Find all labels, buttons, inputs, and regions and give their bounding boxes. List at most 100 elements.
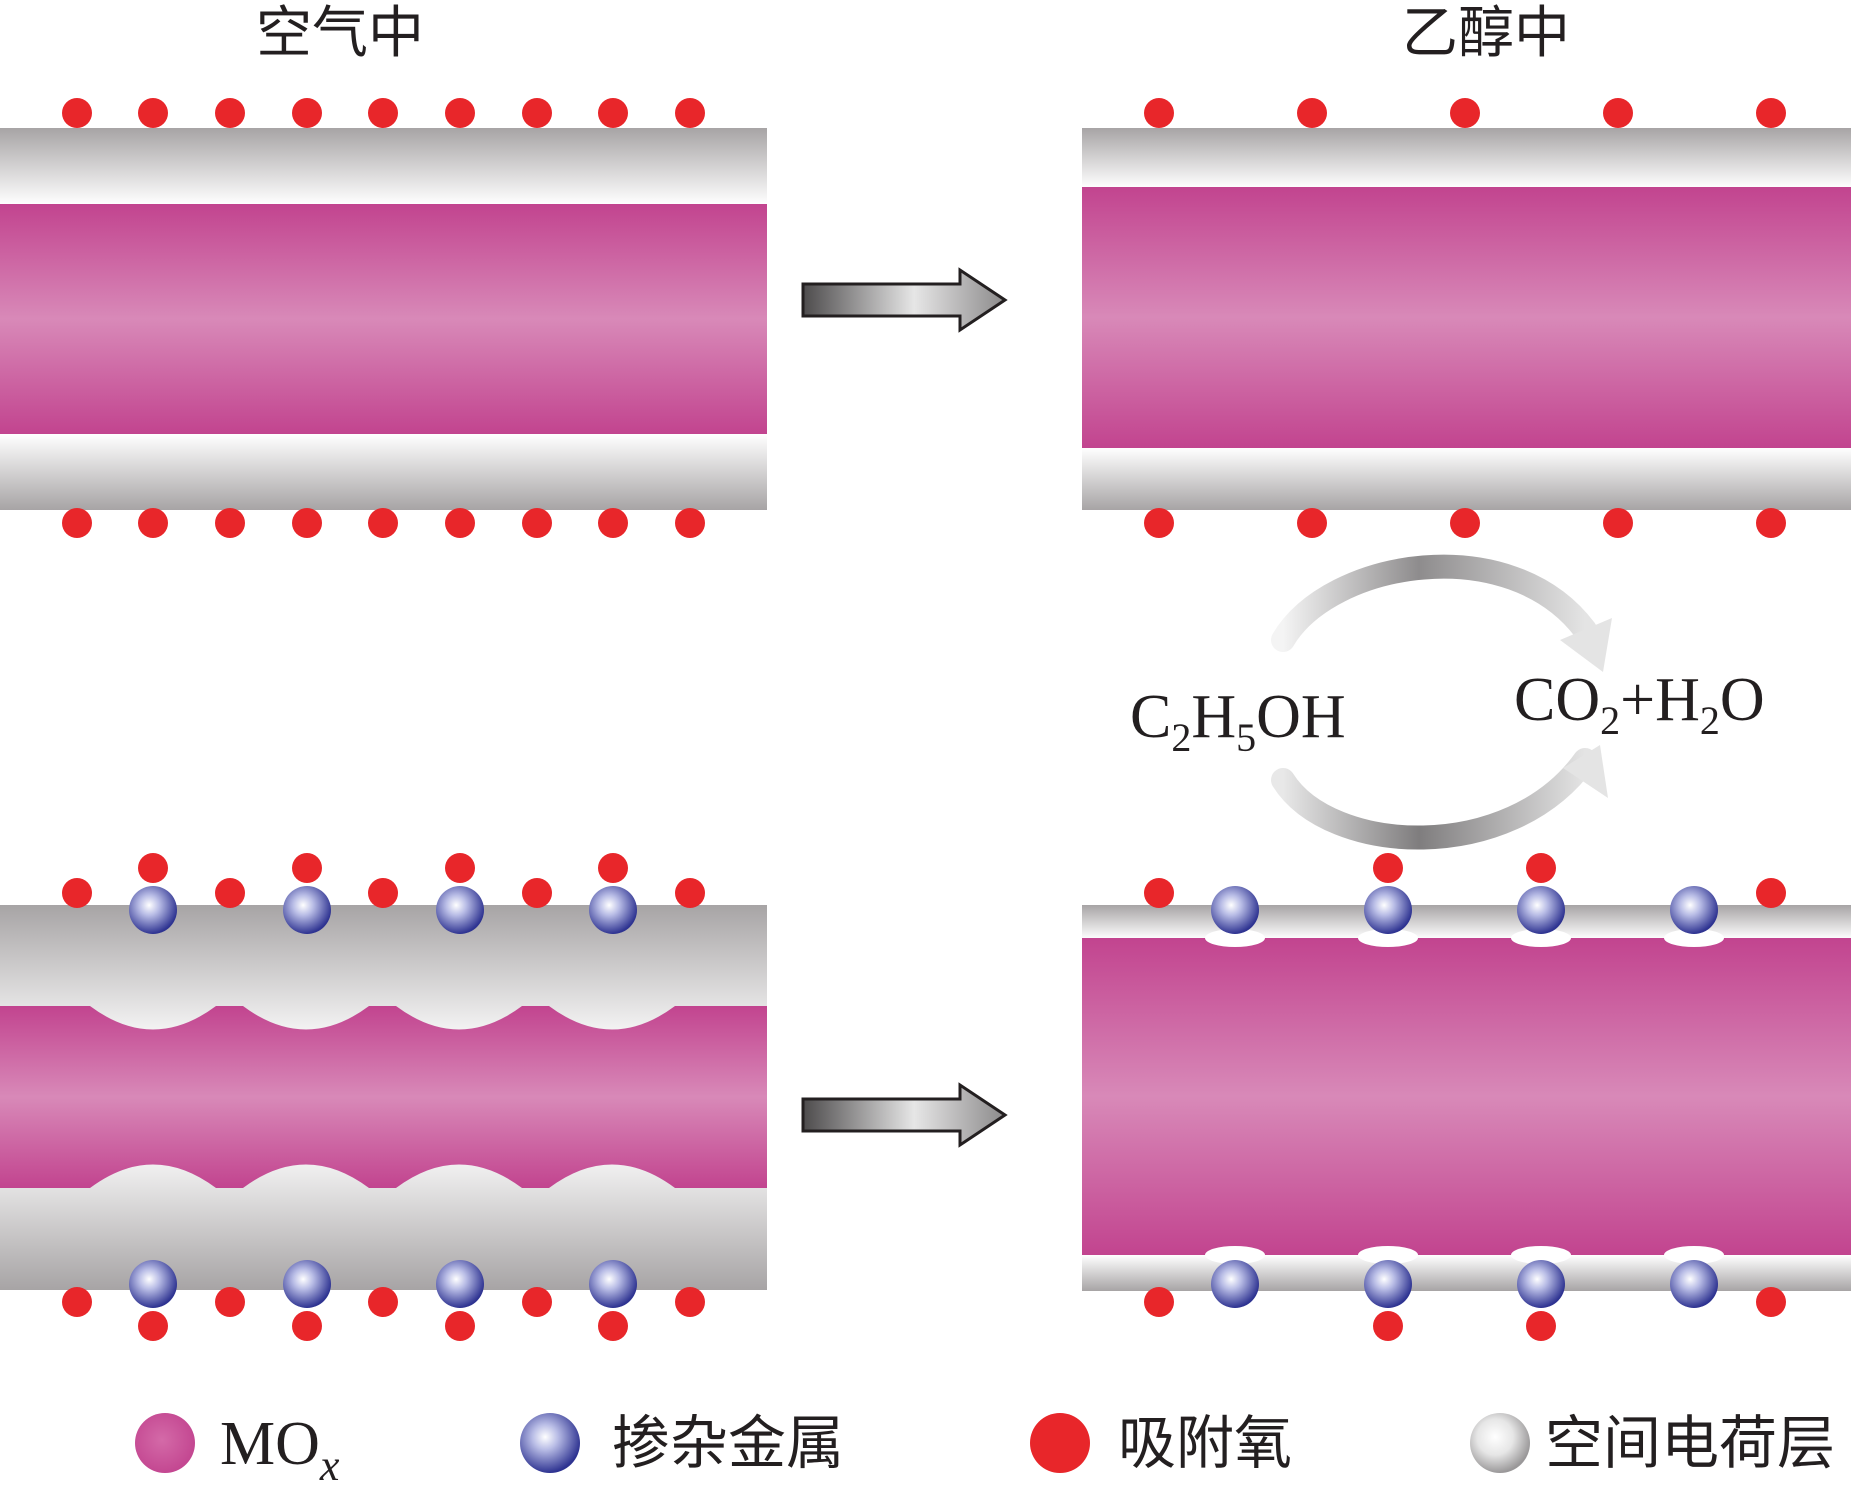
depletion-layer-top xyxy=(0,128,767,205)
adsorbed-oxygen xyxy=(1450,508,1480,538)
adsorbed-oxygen xyxy=(215,98,245,128)
dopant-metal xyxy=(589,886,637,934)
mox-core xyxy=(1082,938,1851,1255)
dopant-metal xyxy=(1670,886,1718,934)
adsorbed-oxygen xyxy=(598,1311,628,1341)
adsorbed-oxygen xyxy=(445,853,475,883)
panel-air-undoped xyxy=(0,98,767,538)
adsorbed-oxygen xyxy=(62,1287,92,1317)
adsorbed-oxygen xyxy=(138,853,168,883)
space-charge-bump xyxy=(1664,1246,1724,1264)
dopant-metal xyxy=(1517,1260,1565,1308)
adsorbed-oxygen xyxy=(368,878,398,908)
oxygen-swatch-icon xyxy=(1030,1413,1090,1473)
reactant-ethanol: C2H5OH xyxy=(1130,683,1346,760)
adsorbed-oxygen xyxy=(1756,98,1786,128)
dopant-bumps xyxy=(1205,929,1724,1264)
adsorbed-oxygen xyxy=(445,508,475,538)
oxygen-row-top xyxy=(1144,853,1786,908)
oxygen-row-bottom xyxy=(1144,508,1786,538)
dopant-metal xyxy=(1517,886,1565,934)
adsorbed-oxygen xyxy=(1603,98,1633,128)
adsorbed-oxygen xyxy=(598,508,628,538)
title-in-air: 空气中 xyxy=(256,1,424,66)
adsorbed-oxygen xyxy=(215,878,245,908)
cycle-arrow-bottom-icon xyxy=(1271,748,1597,850)
oxygen-row-top xyxy=(62,853,705,908)
mox-swatch-icon xyxy=(135,1413,195,1473)
dopant-metal xyxy=(1211,886,1259,934)
mox-core xyxy=(0,204,767,434)
adsorbed-oxygen xyxy=(62,878,92,908)
panel-air-doped xyxy=(0,853,767,1341)
adsorbed-oxygen xyxy=(138,98,168,128)
dopant-row-bottom xyxy=(1211,1260,1718,1308)
adsorbed-oxygen xyxy=(1526,853,1556,883)
dopant-metal xyxy=(589,1260,637,1308)
panel-ethanol-undoped xyxy=(1082,98,1851,538)
dopant-metal xyxy=(283,886,331,934)
space-charge-bump xyxy=(1205,929,1265,947)
oxygen-row-top xyxy=(1144,98,1786,128)
depletion-layer-top xyxy=(1082,128,1851,188)
dopant-metal xyxy=(436,1260,484,1308)
dopant-metal xyxy=(129,1260,177,1308)
adsorbed-oxygen xyxy=(522,98,552,128)
adsorbed-oxygen xyxy=(62,98,92,128)
legend-dopant-label: 掺杂金属 xyxy=(612,1409,844,1477)
mox-core-wavy xyxy=(0,1006,767,1188)
adsorbed-oxygen xyxy=(1297,508,1327,538)
adsorbed-oxygen xyxy=(1450,98,1480,128)
space-charge-bump xyxy=(1511,929,1571,947)
dopant-row-top xyxy=(1211,886,1718,934)
depletion-layer-top xyxy=(1082,905,1851,939)
title-in-ethanol: 乙醇中 xyxy=(1402,1,1570,66)
adsorbed-oxygen xyxy=(1144,1287,1174,1317)
depletion-layer-bottom xyxy=(1082,1255,1851,1291)
dopant-row-bottom xyxy=(129,1260,637,1308)
adsorbed-oxygen xyxy=(522,1287,552,1317)
process-arrow-bottom xyxy=(801,1082,1008,1148)
adsorbed-oxygen xyxy=(522,508,552,538)
adsorbed-oxygen xyxy=(1756,878,1786,908)
oxygen-row-top xyxy=(62,98,705,128)
cycle-arrowhead-bottom-icon xyxy=(1563,745,1608,798)
adsorbed-oxygen xyxy=(675,1287,705,1317)
mox-core xyxy=(1082,187,1851,448)
adsorbed-oxygen xyxy=(138,1311,168,1341)
dopant-metal xyxy=(436,886,484,934)
adsorbed-oxygen xyxy=(522,878,552,908)
adsorbed-oxygen xyxy=(292,1311,322,1341)
reaction-cycle: C2H5OH CO2+H2O xyxy=(1130,554,1765,850)
adsorbed-oxygen xyxy=(292,508,322,538)
oxygen-row-bottom xyxy=(62,1287,705,1341)
adsorbed-oxygen xyxy=(368,98,398,128)
legend-mox-label: MOx xyxy=(220,1410,340,1487)
dopant-row-top xyxy=(129,886,637,934)
adsorbed-oxygen xyxy=(138,508,168,538)
cycle-arrowhead-top-icon xyxy=(1560,618,1612,672)
space-charge-bump xyxy=(1205,1246,1265,1264)
dopant-swatch-icon xyxy=(520,1413,580,1473)
oxygen-row-bottom xyxy=(62,508,705,538)
space-charge-bump xyxy=(1358,929,1418,947)
legend: MOx 掺杂金属 吸附氧 空间电荷层 xyxy=(135,1409,1835,1487)
adsorbed-oxygen xyxy=(598,98,628,128)
space-charge-swatch-icon xyxy=(1470,1413,1530,1473)
dopant-metal xyxy=(129,886,177,934)
dopant-metal xyxy=(1364,886,1412,934)
adsorbed-oxygen xyxy=(445,98,475,128)
adsorbed-oxygen xyxy=(1144,508,1174,538)
adsorbed-oxygen xyxy=(445,1311,475,1341)
adsorbed-oxygen xyxy=(62,508,92,538)
adsorbed-oxygen xyxy=(215,508,245,538)
panel-ethanol-doped xyxy=(1082,853,1851,1341)
adsorbed-oxygen xyxy=(1144,878,1174,908)
adsorbed-oxygen xyxy=(292,853,322,883)
space-charge-bump xyxy=(1358,1246,1418,1264)
dopant-metal xyxy=(1211,1260,1259,1308)
depletion-layer-bottom xyxy=(0,434,767,510)
adsorbed-oxygen xyxy=(215,1287,245,1317)
adsorbed-oxygen xyxy=(1373,853,1403,883)
adsorbed-oxygen xyxy=(368,508,398,538)
